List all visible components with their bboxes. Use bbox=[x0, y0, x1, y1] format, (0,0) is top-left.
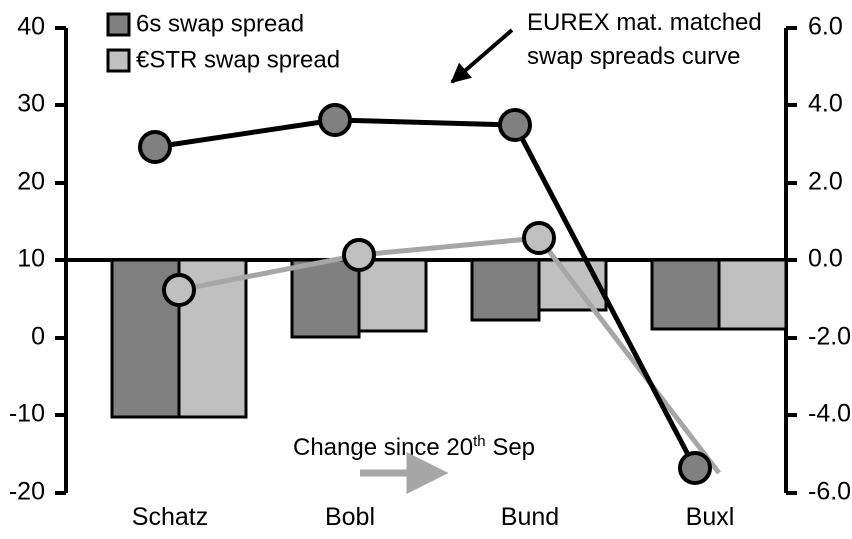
callout-arrow-icon bbox=[450, 28, 514, 84]
left-axis-tick-label: 10 bbox=[17, 245, 45, 273]
markers-change-since-20sep bbox=[162, 221, 556, 307]
marker-black-buxl[interactable] bbox=[678, 451, 712, 485]
bar-group-bobl bbox=[290, 258, 428, 339]
bar-6s-bund[interactable] bbox=[470, 258, 541, 322]
left-axis-tick-label: 40 bbox=[17, 13, 45, 41]
right-axis-tick-label: 2.0 bbox=[808, 168, 843, 196]
right-axis-tick-label: 0.0 bbox=[808, 245, 843, 273]
bar-estr-buxl[interactable] bbox=[717, 258, 788, 331]
marker-black-bund[interactable] bbox=[498, 108, 532, 142]
legend-swatch-estr-icon bbox=[106, 48, 131, 73]
category-label-buxl: Buxl bbox=[686, 503, 735, 531]
legend-swatch-6s-icon bbox=[106, 12, 131, 37]
right-axis-tick-label: -2.0 bbox=[808, 323, 851, 351]
bar-group-buxl bbox=[650, 258, 788, 331]
right-axis-tick-label: 6.0 bbox=[808, 13, 843, 41]
right-axis-tick-label: -6.0 bbox=[808, 478, 851, 506]
bar-group-schatz bbox=[110, 258, 248, 419]
legend: 6s swap spread €STR swap spread bbox=[106, 10, 340, 73]
category-axis-labels: Schatz Bobl Bund Buxl bbox=[132, 503, 735, 531]
marker-grey-bund[interactable] bbox=[522, 221, 556, 255]
left-axis-tick-label: -20 bbox=[9, 478, 45, 506]
callout-text-line1: EUREX mat. matched bbox=[527, 9, 762, 36]
annotation-eurex-callout: EUREX mat. matched swap spreads curve bbox=[450, 9, 762, 84]
left-axis-tick-label: -10 bbox=[9, 400, 45, 428]
marker-grey-bobl[interactable] bbox=[342, 238, 376, 272]
right-axis-tick-label: -4.0 bbox=[808, 400, 851, 428]
markers-eurex-curve bbox=[138, 103, 712, 485]
left-axis-tick-label: 30 bbox=[17, 90, 45, 118]
left-axis-tick-label: 0 bbox=[31, 323, 45, 351]
marker-grey-schatz[interactable] bbox=[162, 273, 196, 307]
marker-black-bobl[interactable] bbox=[318, 103, 352, 137]
change-note-suffix: Sep bbox=[486, 434, 535, 461]
category-label-bobl: Bobl bbox=[325, 503, 375, 531]
legend-item-6s[interactable]: 6s swap spread bbox=[106, 10, 304, 37]
right-axis-tick-label: 4.0 bbox=[808, 90, 843, 118]
left-axis-tick-label: 20 bbox=[17, 168, 45, 196]
marker-black-schatz[interactable] bbox=[138, 130, 172, 164]
right-axis: 6.0 4.0 2.0 0.0 -2.0 -4.0 -6.0 bbox=[784, 13, 851, 506]
change-note-text: Change since 20th Sep bbox=[293, 433, 535, 461]
change-note-prefix: Change since 20 bbox=[293, 434, 473, 461]
bar-6s-buxl[interactable] bbox=[650, 258, 721, 331]
annotation-change-since: Change since 20th Sep bbox=[293, 433, 535, 494]
left-axis: 40 30 20 10 0 -10 -20 bbox=[9, 13, 68, 506]
category-label-bund: Bund bbox=[501, 503, 559, 531]
legend-item-estr[interactable]: €STR swap spread bbox=[106, 46, 340, 73]
category-label-schatz: Schatz bbox=[132, 503, 208, 531]
legend-label-6s: 6s swap spread bbox=[136, 10, 304, 37]
line-change-since-20sep bbox=[178, 235, 721, 475]
line-eurex-curve bbox=[154, 117, 698, 470]
bar-estr-bobl[interactable] bbox=[357, 258, 428, 333]
callout-text-line2: swap spreads curve bbox=[527, 43, 740, 70]
bar-6s-bobl[interactable] bbox=[290, 258, 361, 339]
change-note-superscript: th bbox=[473, 433, 486, 450]
legend-label-estr: €STR swap spread bbox=[136, 46, 340, 73]
bar-group-bund bbox=[470, 258, 608, 322]
